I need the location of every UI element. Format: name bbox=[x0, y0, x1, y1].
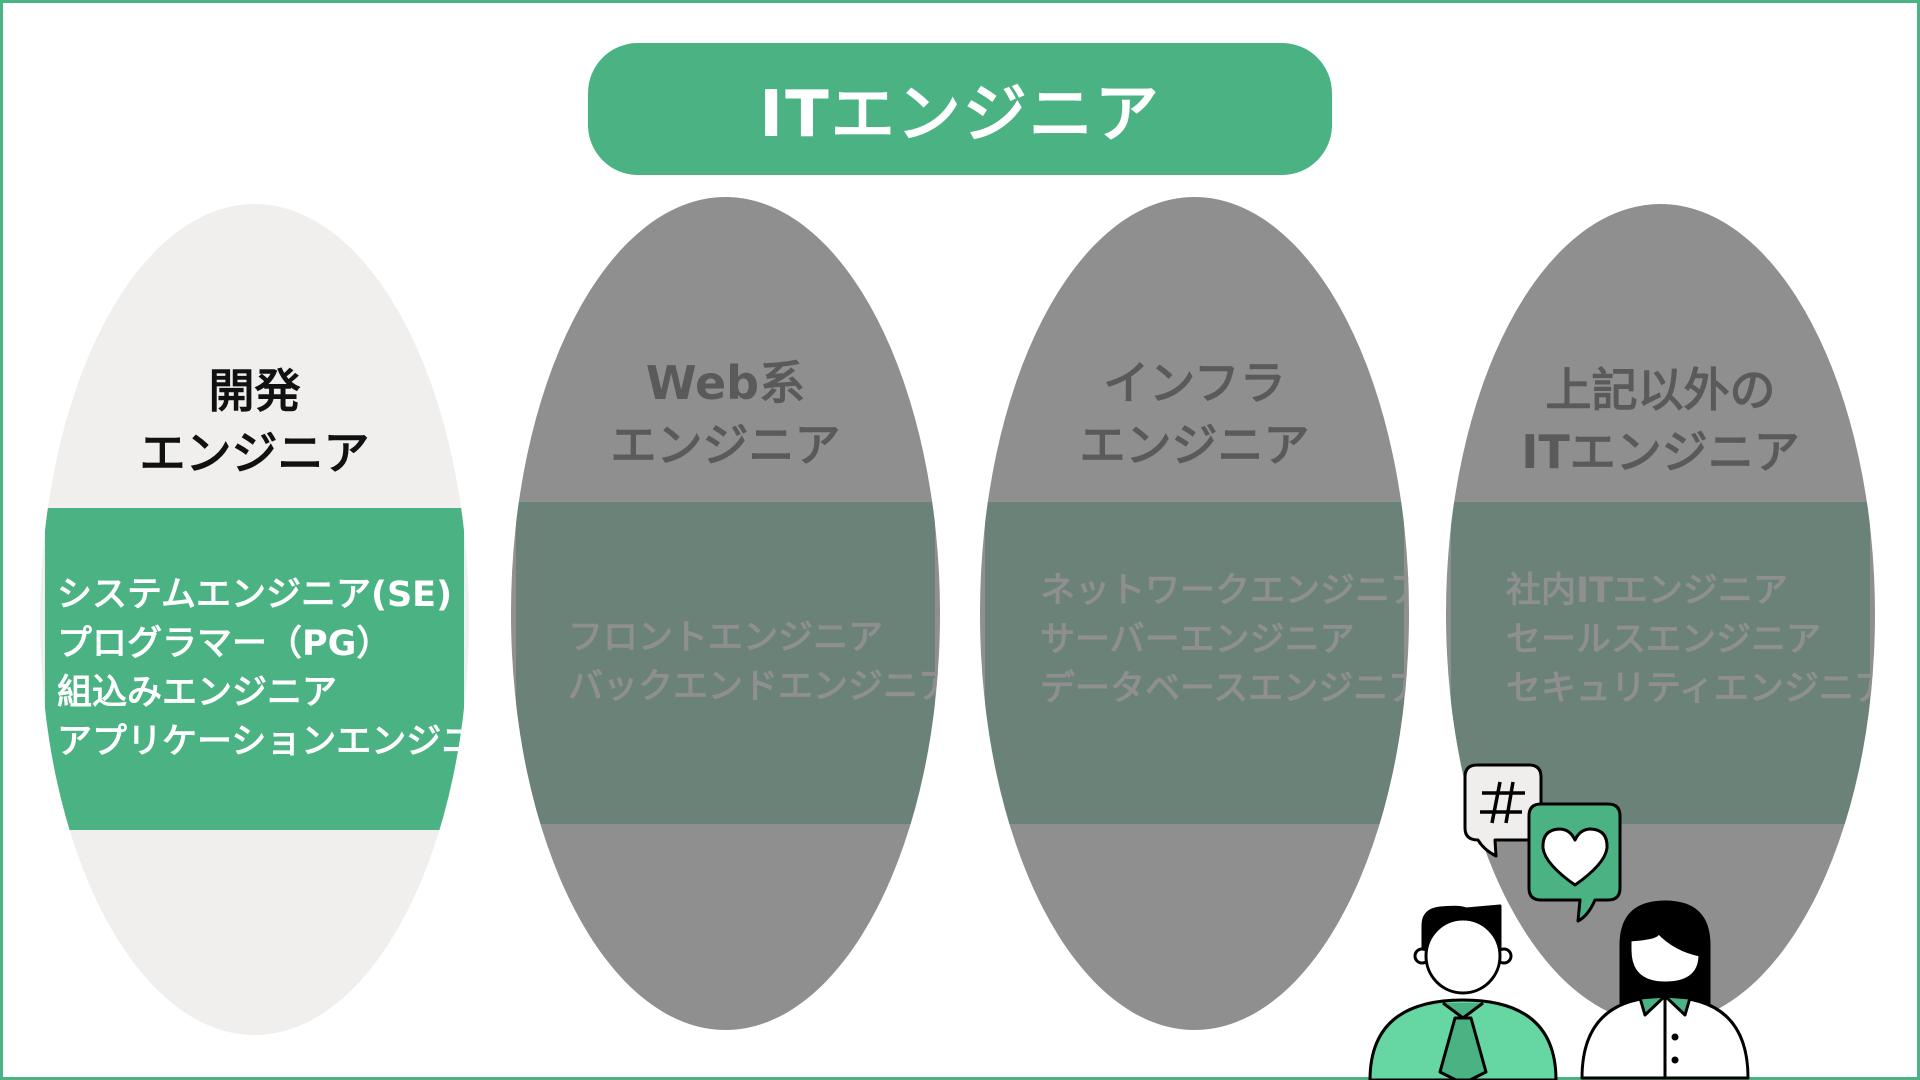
list-item: 社内ITエンジニア bbox=[1506, 571, 1788, 611]
heading-line: Web系 bbox=[645, 356, 806, 410]
heading-line: エンジニア bbox=[610, 418, 841, 472]
heading-line: 上記以外の bbox=[1545, 363, 1776, 417]
hashtag-bubble-icon bbox=[1463, 763, 1543, 858]
heading-line: ITエンジニア bbox=[1521, 425, 1800, 479]
heading-line: 開発 bbox=[208, 364, 301, 418]
list-item: フロントエンジニア bbox=[568, 618, 884, 658]
list-item: アプリケーションエンジニア bbox=[57, 722, 469, 762]
category-items: フロントエンジニア バックエンドエンジニア bbox=[516, 502, 940, 824]
list-item: サーバーエンジニア bbox=[1040, 620, 1355, 660]
heading-line: インフラ bbox=[1103, 356, 1286, 410]
category-infrastructure: インフラエンジニア ネットワークエンジニア サーバーエンジニア データベースエン… bbox=[980, 197, 1409, 1030]
list-item: バックエンドエンジニア bbox=[568, 667, 940, 707]
list-item: プログラマー（PG） bbox=[57, 624, 392, 664]
list-item: 組込みエンジニア bbox=[57, 673, 338, 713]
woman-icon bbox=[1580, 900, 1750, 1080]
list-item: システムエンジニア(SE) bbox=[57, 575, 453, 615]
list-item: セキュリティエンジニア bbox=[1506, 669, 1875, 709]
category-heading: Web系エンジニア bbox=[511, 352, 940, 476]
list-item: セールスエンジニア bbox=[1506, 620, 1822, 660]
list-item: データベースエンジニア bbox=[1040, 669, 1409, 709]
heart-bubble-icon bbox=[1527, 802, 1622, 923]
category-heading: 開発エンジニア bbox=[40, 360, 469, 484]
category-items: ネットワークエンジニア サーバーエンジニア データベースエンジニア bbox=[985, 502, 1409, 824]
heading-line: エンジニア bbox=[1079, 418, 1310, 472]
man-icon bbox=[1368, 904, 1558, 1080]
category-heading: 上記以外の ITエンジニア bbox=[1446, 359, 1875, 483]
heading-line: エンジニア bbox=[139, 426, 370, 480]
category-web: Web系エンジニア フロントエンジニア バックエンドエンジニア bbox=[511, 197, 940, 1030]
list-item: ネットワークエンジニア bbox=[1040, 571, 1409, 611]
slide-title: ITエンジニア bbox=[588, 43, 1332, 175]
category-development: 開発エンジニア システムエンジニア(SE) プログラマー（PG） 組込みエンジニ… bbox=[40, 204, 469, 1035]
category-items: システムエンジニア(SE) プログラマー（PG） 組込みエンジニア アプリケーシ… bbox=[45, 508, 469, 830]
people-illustration bbox=[1368, 763, 1750, 1080]
category-heading: インフラエンジニア bbox=[980, 352, 1409, 476]
